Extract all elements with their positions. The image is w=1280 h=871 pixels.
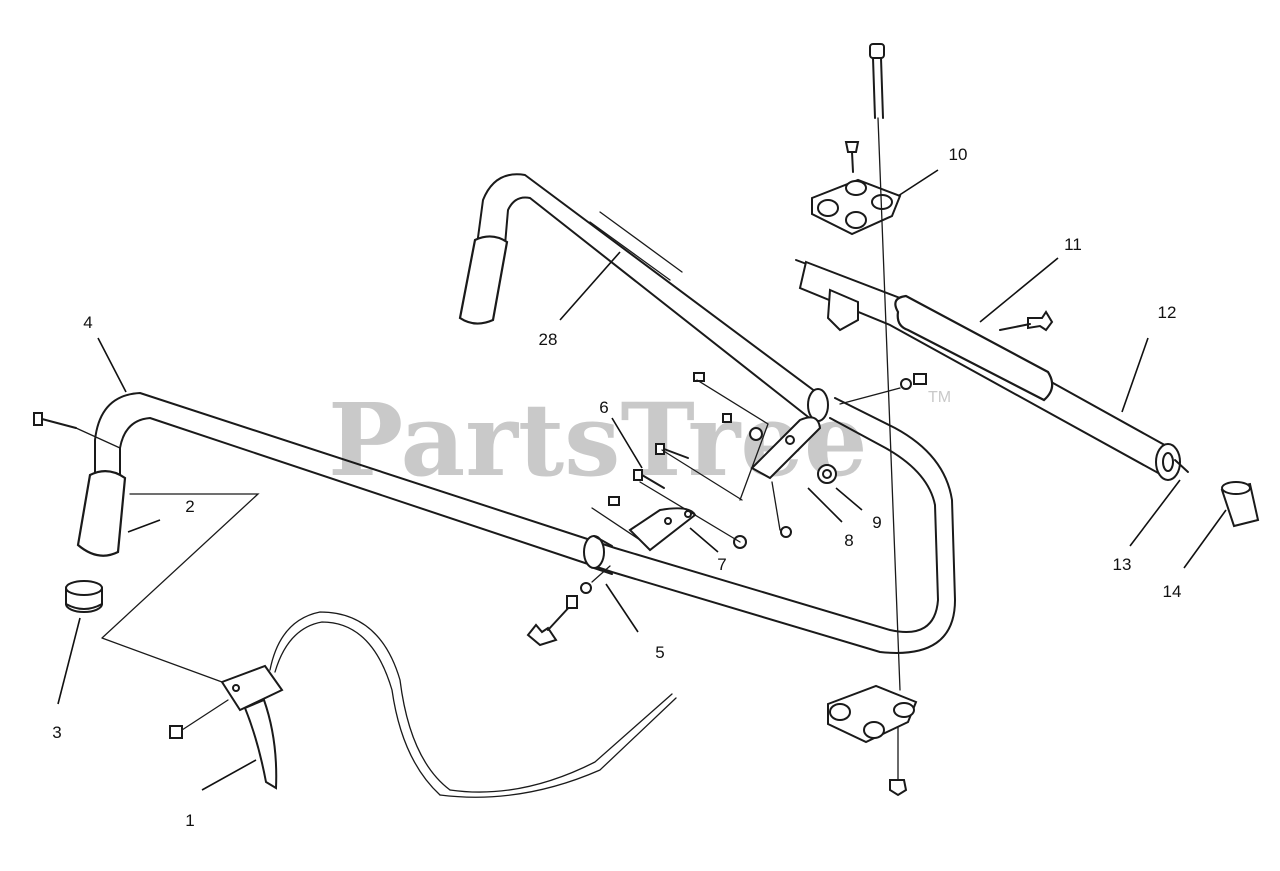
callout-5: 5 bbox=[655, 643, 664, 662]
bracket-assembly bbox=[591, 372, 837, 552]
callout-13: 13 bbox=[1113, 555, 1132, 574]
callout-6: 6 bbox=[599, 398, 608, 417]
end-cap bbox=[65, 580, 103, 613]
watermark: PartsTree TM bbox=[328, 381, 951, 499]
watermark-text: PartsTree bbox=[328, 381, 868, 499]
long-vertical-bolt bbox=[869, 43, 908, 797]
callout-28: 28 bbox=[539, 330, 558, 349]
callout-14: 14 bbox=[1163, 582, 1182, 601]
control-lever bbox=[101, 493, 677, 798]
callout-4: 4 bbox=[83, 313, 92, 332]
watermark-tm: TM bbox=[928, 389, 951, 406]
callout-1: 1 bbox=[185, 811, 194, 830]
lower-handlebar bbox=[94, 392, 956, 654]
upper-handlebar bbox=[458, 173, 829, 422]
left-grip bbox=[76, 470, 127, 557]
callout-7: 7 bbox=[717, 555, 726, 574]
callout-11: 11 bbox=[1064, 235, 1082, 254]
callout-10: 10 bbox=[949, 145, 968, 164]
left-bolt bbox=[33, 412, 121, 449]
callout-labels: 1 2 3 4 5 6 7 8 9 10 11 12 13 14 28 bbox=[52, 145, 1181, 830]
callout-2: 2 bbox=[185, 497, 194, 516]
knob-bolt-left bbox=[526, 565, 611, 647]
callout-3: 3 bbox=[52, 723, 61, 742]
lower-clamp bbox=[827, 684, 918, 744]
upper-clamp bbox=[811, 141, 902, 236]
callout-12: 12 bbox=[1158, 303, 1177, 322]
callout-8: 8 bbox=[844, 531, 853, 550]
shaft-assembly bbox=[795, 259, 1260, 528]
mid-clamp bbox=[583, 535, 613, 575]
callout-9: 9 bbox=[872, 513, 881, 532]
leader-lines bbox=[57, 169, 1227, 791]
